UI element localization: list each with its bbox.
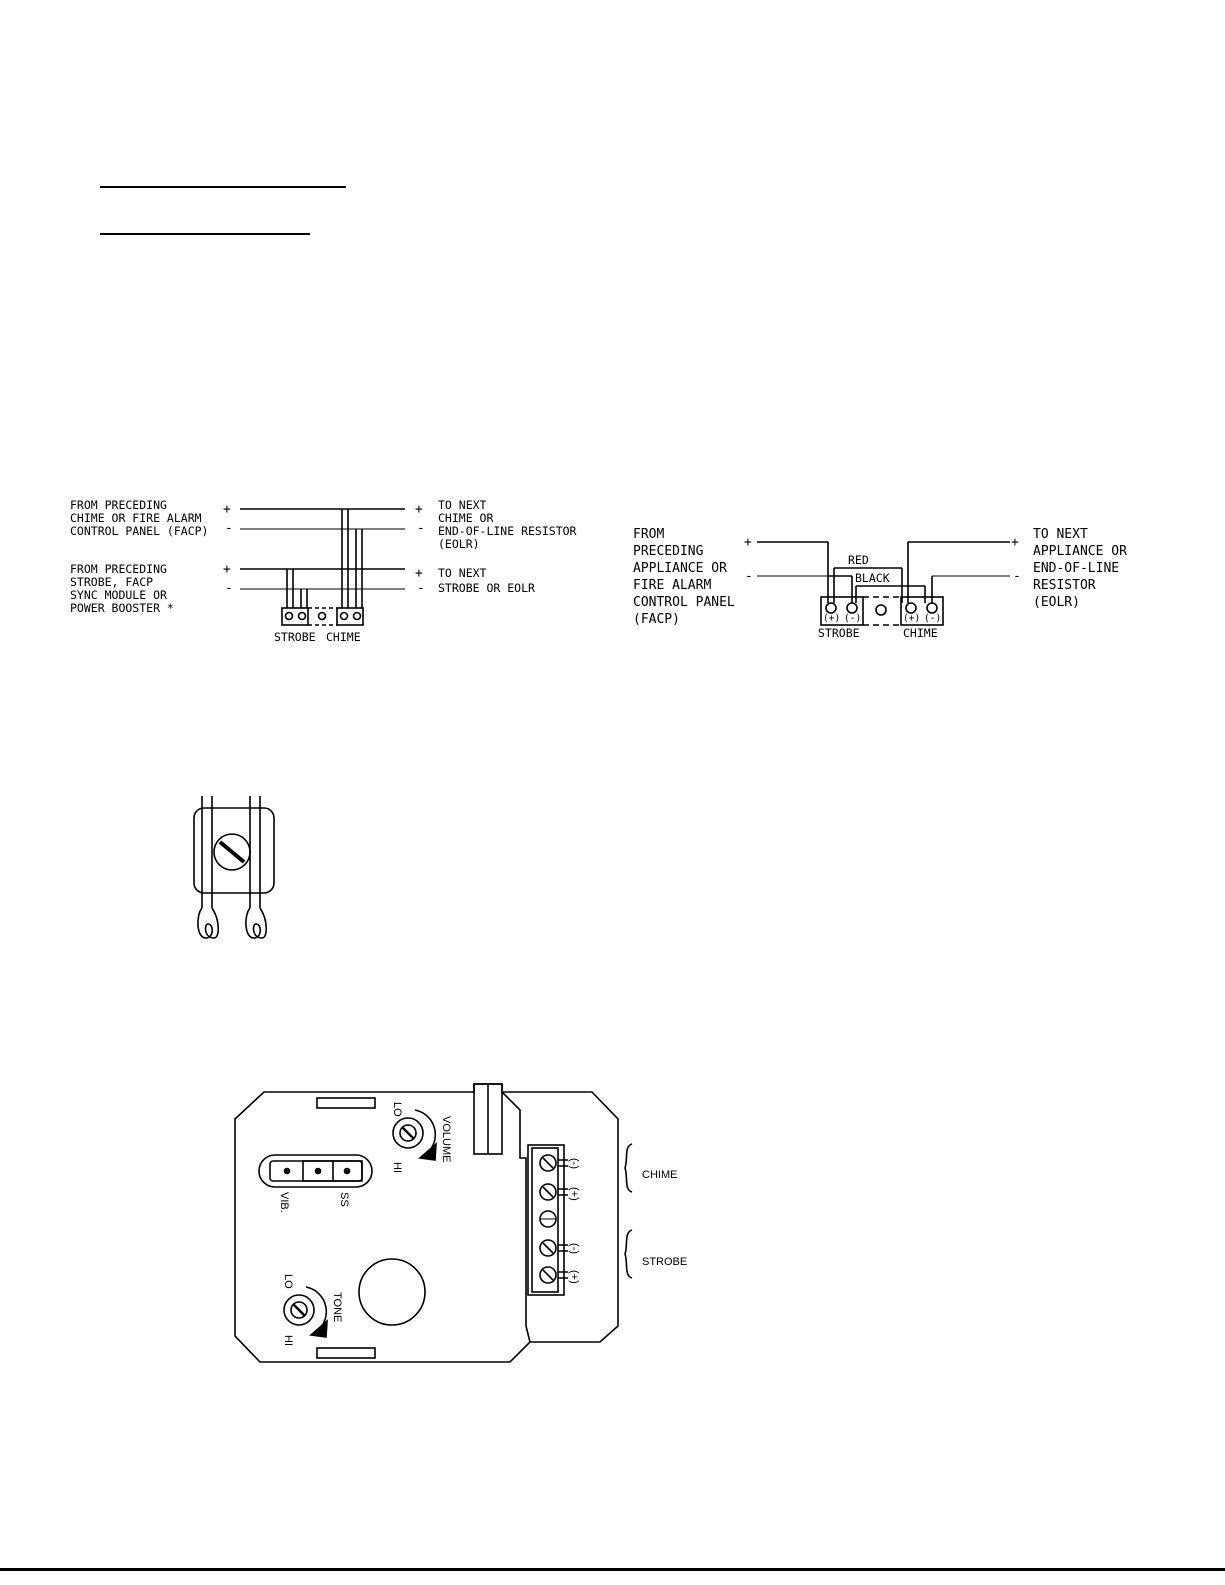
tone-hi-label: HI bbox=[282, 1335, 294, 1346]
from-chime-line-2: CHIME OR FIRE ALARM bbox=[70, 511, 202, 525]
to-line-1: TO NEXT bbox=[1033, 527, 1088, 542]
from-line-1: FROM bbox=[633, 527, 664, 542]
plus-sign: + bbox=[1011, 535, 1019, 550]
plus-sign: + bbox=[415, 502, 423, 517]
wiring-diagram-common-circuit: FROM PRECEDING APPLIANCE OR FIRE ALARM C… bbox=[633, 527, 1127, 640]
from-strobe-line-2: STROBE, FACP bbox=[70, 575, 153, 589]
from-line-2: PRECEDING bbox=[633, 544, 704, 559]
strobe-bracket-label: STROBE bbox=[642, 1256, 687, 1268]
minus-sign: - bbox=[417, 581, 425, 596]
to-line-2: APPLIANCE OR bbox=[1033, 544, 1127, 559]
minus-sign: - bbox=[417, 521, 425, 536]
to-chime-line-4: (EOLR) bbox=[438, 537, 480, 551]
chime-terminal-label: CHIME bbox=[903, 626, 938, 640]
strobe-terminal-label: STROBE bbox=[818, 626, 860, 640]
volume-label: VOLUME bbox=[440, 1116, 452, 1162]
minus-sign: - bbox=[745, 569, 753, 584]
from-strobe-line-1: FROM PRECEDING bbox=[70, 562, 167, 576]
from-line-5: CONTROL PANEL bbox=[633, 595, 735, 610]
to-strobe-line-2: STROBE OR EOLR bbox=[438, 581, 535, 595]
plus-sign: + bbox=[223, 502, 231, 517]
to-chime-line-3: END-OF-LINE RESISTOR bbox=[438, 524, 577, 538]
from-line-6: (FACP) bbox=[633, 612, 680, 627]
chime-plus-label: (+) bbox=[568, 1187, 580, 1201]
to-line-3: END-OF-LINE bbox=[1033, 561, 1119, 576]
plus-sign: + bbox=[223, 562, 231, 577]
from-strobe-line-4: POWER BOOSTER * bbox=[70, 601, 174, 615]
minus-sign: - bbox=[225, 581, 233, 596]
strobe-plus-label: (+) bbox=[568, 1270, 580, 1284]
underline-field-1 bbox=[100, 186, 346, 188]
circuit-board-diagram: VOLUME LO HI TONE LO HI VIB. SS (-) (+) … bbox=[234, 1083, 687, 1363]
strobe-terminal-label: STROBE bbox=[274, 630, 316, 644]
to-line-5: (EOLR) bbox=[1033, 595, 1080, 610]
from-chime-line-1: FROM PRECEDING bbox=[70, 498, 167, 512]
strobe-minus-label: (-) bbox=[568, 1243, 580, 1254]
to-chime-line-1: TO NEXT bbox=[438, 498, 487, 512]
chime-minus-label: (-) bbox=[568, 1158, 580, 1169]
terminal-plus: (+) bbox=[823, 613, 840, 624]
from-chime-line-3: CONTROL PANEL (FACP) bbox=[70, 524, 208, 538]
plus-sign: + bbox=[744, 535, 752, 550]
red-wire-label: RED bbox=[848, 553, 869, 567]
terminal-plus: (+) bbox=[903, 613, 920, 624]
wiring-diagram-separate-circuits: FROM PRECEDING CHIME OR FIRE ALARM CONTR… bbox=[70, 498, 577, 644]
chime-terminal-label: CHIME bbox=[326, 630, 361, 644]
to-chime-line-2: CHIME OR bbox=[438, 511, 493, 525]
volume-lo-label: LO bbox=[391, 1102, 403, 1117]
terminal-screw-detail bbox=[193, 796, 275, 939]
footer-rule bbox=[0, 1568, 1225, 1571]
to-line-4: RESISTOR bbox=[1033, 578, 1096, 593]
tone-lo-label: LO bbox=[282, 1274, 294, 1289]
terminal-minus: (-) bbox=[844, 613, 861, 624]
volume-hi-label: HI bbox=[391, 1162, 403, 1173]
underline-field-2 bbox=[100, 233, 310, 235]
minus-sign: - bbox=[1013, 569, 1021, 584]
to-strobe-line-1: TO NEXT bbox=[438, 566, 487, 580]
black-wire-label: BLACK bbox=[855, 571, 890, 585]
from-line-3: APPLIANCE OR bbox=[633, 561, 727, 576]
from-strobe-line-3: SYNC MODULE OR bbox=[70, 588, 167, 602]
tone-label: TONE bbox=[331, 1292, 343, 1322]
ss-label: SS bbox=[338, 1192, 350, 1207]
minus-sign: - bbox=[225, 521, 233, 536]
from-line-4: FIRE ALARM bbox=[633, 578, 711, 593]
vib-label: VIB. bbox=[278, 1192, 290, 1213]
chime-bracket-label: CHIME bbox=[642, 1169, 677, 1181]
plus-sign: + bbox=[415, 566, 423, 581]
terminal-minus: (-) bbox=[924, 613, 941, 624]
